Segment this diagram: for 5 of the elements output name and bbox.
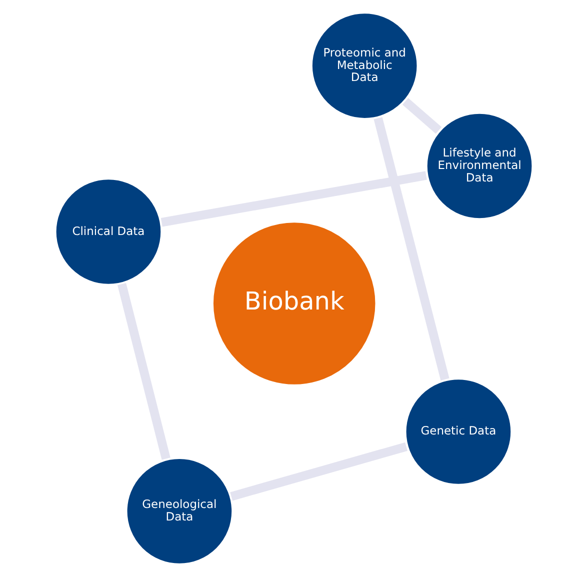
connector bbox=[117, 283, 170, 460]
connector bbox=[160, 171, 427, 227]
connector bbox=[230, 442, 408, 501]
connector bbox=[374, 117, 450, 380]
connector bbox=[402, 98, 442, 134]
